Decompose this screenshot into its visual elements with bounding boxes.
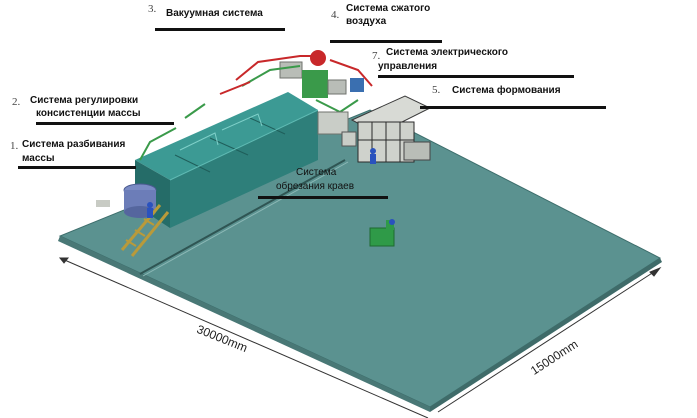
vacuum-number: 3. xyxy=(148,3,157,15)
electric-leader xyxy=(378,75,574,78)
electric-label-line2: управления xyxy=(378,61,438,72)
consistency-leader xyxy=(36,122,174,125)
electric-number: 7. xyxy=(372,50,381,62)
trimming-leader xyxy=(258,196,388,199)
air-label-line2: воздуха xyxy=(346,16,387,27)
pipework xyxy=(139,55,373,161)
pulping-label-line1: Система разбивания xyxy=(22,139,126,150)
pulping-label-line2: массы xyxy=(22,153,55,164)
trimming-machine xyxy=(369,219,395,247)
air-leader xyxy=(330,40,442,43)
forming-leader xyxy=(420,106,606,109)
consistency-tank-block xyxy=(135,92,319,228)
trimming-label-line2: обрезания краев xyxy=(276,181,355,192)
dimension-lines xyxy=(58,257,662,418)
forming-label: Система формования xyxy=(452,85,561,96)
electric-label-line1: Система электрического xyxy=(386,47,508,58)
forming-number: 5. xyxy=(432,84,441,96)
forming-machines xyxy=(317,95,432,164)
air-label-line1: Система сжатого xyxy=(346,3,431,14)
consistency-label-line2: консистенции массы xyxy=(36,108,141,119)
vacuum-and-air-units xyxy=(279,50,364,98)
vacuum-leader xyxy=(155,28,285,31)
pulping-number: 1. xyxy=(10,140,19,152)
operator-figure xyxy=(147,202,153,218)
vacuum-label: Вакуумная система xyxy=(166,8,263,19)
trimming-label-line1: Система xyxy=(296,167,337,178)
consistency-label-line1: Система регулировки xyxy=(30,95,139,106)
consistency-number: 2. xyxy=(12,96,21,108)
pulping-leader xyxy=(18,166,136,169)
air-number: 4. xyxy=(331,9,340,21)
